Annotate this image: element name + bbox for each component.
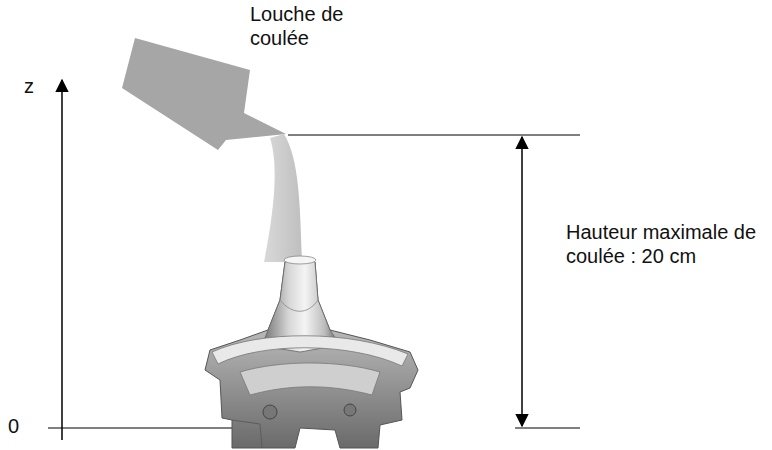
label-holder: 0 [8,414,28,438]
callout-label: Hauteur maximale de coulée : 20 cm [566,220,766,268]
metal-stream [264,134,302,262]
label-holder: Hauteur maximale de coulée : 20 cm [566,220,766,268]
ladle [122,38,286,150]
axis-label: 0 [8,414,28,438]
axis-label: z [24,74,44,98]
casting [205,256,418,448]
extension-line [515,428,580,429]
label-holder: z [24,74,44,98]
callout-label: Louche de coulée [250,2,360,50]
height-dimension [521,137,523,426]
z-axis [61,80,63,440]
label-holder: Louche de coulée [250,2,360,50]
extension-line [288,135,580,136]
zero-line [48,428,240,429]
